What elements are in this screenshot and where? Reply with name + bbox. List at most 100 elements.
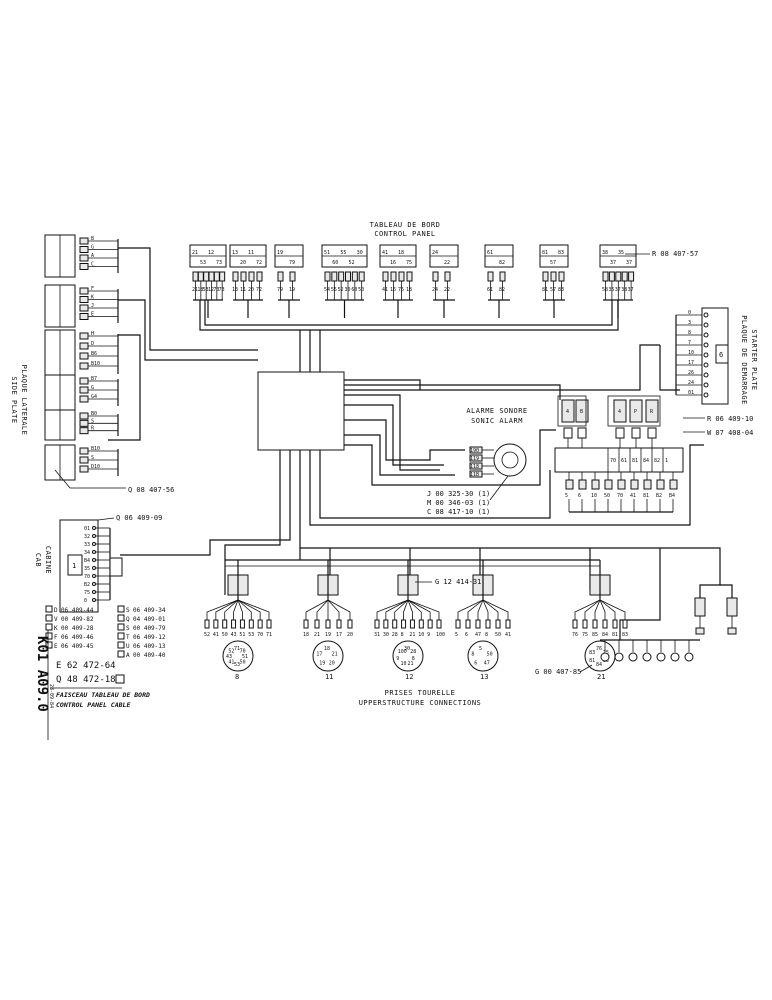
legend-code: Q <box>126 616 130 623</box>
turret-wire <box>467 599 484 620</box>
side-plate-label-en: SIDE PLATE <box>10 376 18 423</box>
dashboard-wire-terminal <box>621 271 628 282</box>
legend-symbol <box>117 614 125 622</box>
turret-wire <box>327 599 340 620</box>
starter-plate-pin <box>703 362 709 368</box>
dashboard-wire-number: 52 <box>338 287 344 293</box>
dashboard-wire-number: 18 <box>406 287 412 293</box>
turret-wire-number: 100 <box>436 632 445 638</box>
turret-socket-pin: 9 <box>396 656 399 662</box>
legend-code: D <box>54 607 58 614</box>
dashboard-wire-number: 20 <box>248 287 254 293</box>
turret-wire-number: 70 <box>257 632 263 638</box>
dashboard-wire-number: 12 <box>208 287 214 293</box>
cab-pin-label: 0 <box>84 598 87 604</box>
dashboard-pin-label: 75 <box>406 260 412 266</box>
cab-ref-leader <box>97 517 115 521</box>
dashboard-wire-terminal <box>615 271 622 282</box>
side-plate-terminal <box>79 447 89 455</box>
legend-ref: 04 409-01 <box>133 616 166 623</box>
legend-symbol <box>45 614 53 622</box>
alarm-ref-leader <box>489 475 509 501</box>
turret-wire <box>376 599 409 620</box>
turret-wire <box>237 599 243 620</box>
relay-unit <box>629 399 643 423</box>
dashboard-wire-terminal <box>208 271 215 282</box>
dashboard-pin-label: 35 <box>618 250 624 256</box>
dashboard-wire-terminal <box>248 271 255 282</box>
dashboard-wire-number: 21 <box>192 287 198 293</box>
titleblock-title-fr: FAISCEAU TABLEAU DE BORD <box>56 691 150 699</box>
dashboard-wire-number: 22 <box>444 287 450 293</box>
turret-wire-pin <box>392 619 398 629</box>
legend-code: E <box>54 643 58 650</box>
lamp-socket-1 <box>694 597 706 617</box>
dashboard-pin-label: 22 <box>444 260 450 266</box>
dashboard-pin-label: 21 <box>192 250 198 256</box>
turret-wire-number: 76 <box>572 632 578 638</box>
cab-pin <box>92 566 96 570</box>
side-plate-terminal <box>79 386 89 394</box>
side-plate-pin-label: B10 <box>91 446 100 452</box>
turret-wire <box>594 599 601 620</box>
dashboard-wire-terminal <box>345 271 351 282</box>
turret-wire-pin <box>325 619 331 629</box>
side-plate-pin-label: B0 <box>91 411 97 417</box>
turret-wire-number: 41 <box>505 632 511 638</box>
turret-socket-pin: 83 <box>589 650 595 656</box>
turret-wire-pin <box>213 619 219 629</box>
alarm-ref: C 08 417-10 (1) <box>427 508 490 516</box>
dashboard-title-fr: TABLEAU DE BORD <box>370 221 441 229</box>
turret-socket <box>392 640 424 672</box>
ring-terminal <box>628 652 638 662</box>
relay-fuse <box>631 427 641 439</box>
relay-lower-number: 50 <box>604 493 610 499</box>
relay-group-2 <box>607 395 661 427</box>
turret-wire-number: 6 <box>465 632 468 638</box>
turret-wire-pin <box>248 619 254 629</box>
legend-symbol <box>117 650 125 658</box>
dashboard-wire-number: 58 <box>602 287 608 293</box>
turret-wire-number: 50 <box>222 632 228 638</box>
starter-plate-pin-label: 0 <box>688 310 691 316</box>
legend-ref: 00 409-40 <box>133 652 166 659</box>
turret-wire-pin <box>257 619 263 629</box>
dashboard-wire-terminal <box>499 271 506 282</box>
starter-plate-pin <box>703 332 709 338</box>
side-plate-pin-label: C <box>91 262 94 268</box>
turret-socket-ref-leader <box>579 664 593 673</box>
starter-plate-pin <box>703 352 709 358</box>
lamp-leads <box>699 616 733 630</box>
relay-lower-number: 70 <box>617 493 623 499</box>
lamp-socket-2 <box>726 597 738 617</box>
dashboard-wire-number: 60 <box>351 287 357 293</box>
relay-unit-label: R <box>650 409 654 415</box>
turret-socket-id: 11 <box>325 673 333 681</box>
dashboard-pin-label: 18 <box>398 250 404 256</box>
turret-wire-pin <box>592 619 598 629</box>
cab-pin-label: 70 <box>84 574 90 580</box>
turret-wire-pin <box>222 619 228 629</box>
dashboard-wire-number: 54 <box>324 287 330 293</box>
legend-symbol <box>45 632 53 640</box>
relay-lower-terminal <box>617 479 626 490</box>
turret-wire-number: 18 <box>303 632 309 638</box>
relay-fuse <box>577 427 587 439</box>
side-plate-label-fr: PLAQUE LATERALE <box>20 365 28 436</box>
relay-lower-terminal <box>643 479 652 490</box>
side-plate-terminal <box>79 412 89 420</box>
dashboard-wire-terminal <box>351 271 358 282</box>
cab-pin <box>92 590 96 594</box>
dashboard-wire-terminal <box>203 271 210 282</box>
dashboard-wire-number: 18 <box>197 287 203 293</box>
turret-wire <box>237 599 252 620</box>
relay-lower-number: B2 <box>656 493 662 499</box>
cab-ref: Q 06 409-09 <box>116 514 162 522</box>
dashboard-wire-terminal <box>324 271 331 282</box>
